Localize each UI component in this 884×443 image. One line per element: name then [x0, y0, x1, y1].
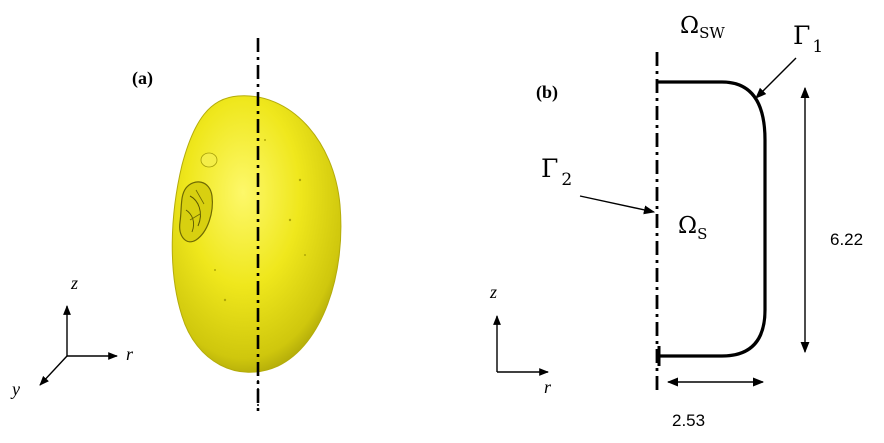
axis-z-label-b: z [489, 282, 497, 302]
region-omega-s-label: ΩS [678, 213, 707, 243]
axis-y-label-a: y [10, 379, 20, 399]
coordinate-axes-a [39, 305, 118, 386]
gamma2-pointer-arrow [579, 195, 656, 215]
seed-3d-model [171, 95, 342, 373]
height-dimension-label: 6.22 [830, 230, 863, 249]
panel-b-label: (b) [536, 82, 558, 103]
seed-hilum-region [179, 181, 213, 243]
axis-r-label-a: r [126, 344, 134, 364]
region-omega-sw-label: ΩSW [680, 13, 725, 42]
boundary-gamma1-outline [657, 80, 767, 358]
width-dimension-label: 2.53 [672, 411, 705, 430]
panel-a-label: (a) [132, 68, 153, 89]
axis-z-label-a: z [70, 273, 78, 293]
coordinate-axes-b [493, 315, 549, 376]
axis-r-label-b: r [544, 377, 552, 397]
gamma1-pointer-arrow [755, 57, 797, 99]
